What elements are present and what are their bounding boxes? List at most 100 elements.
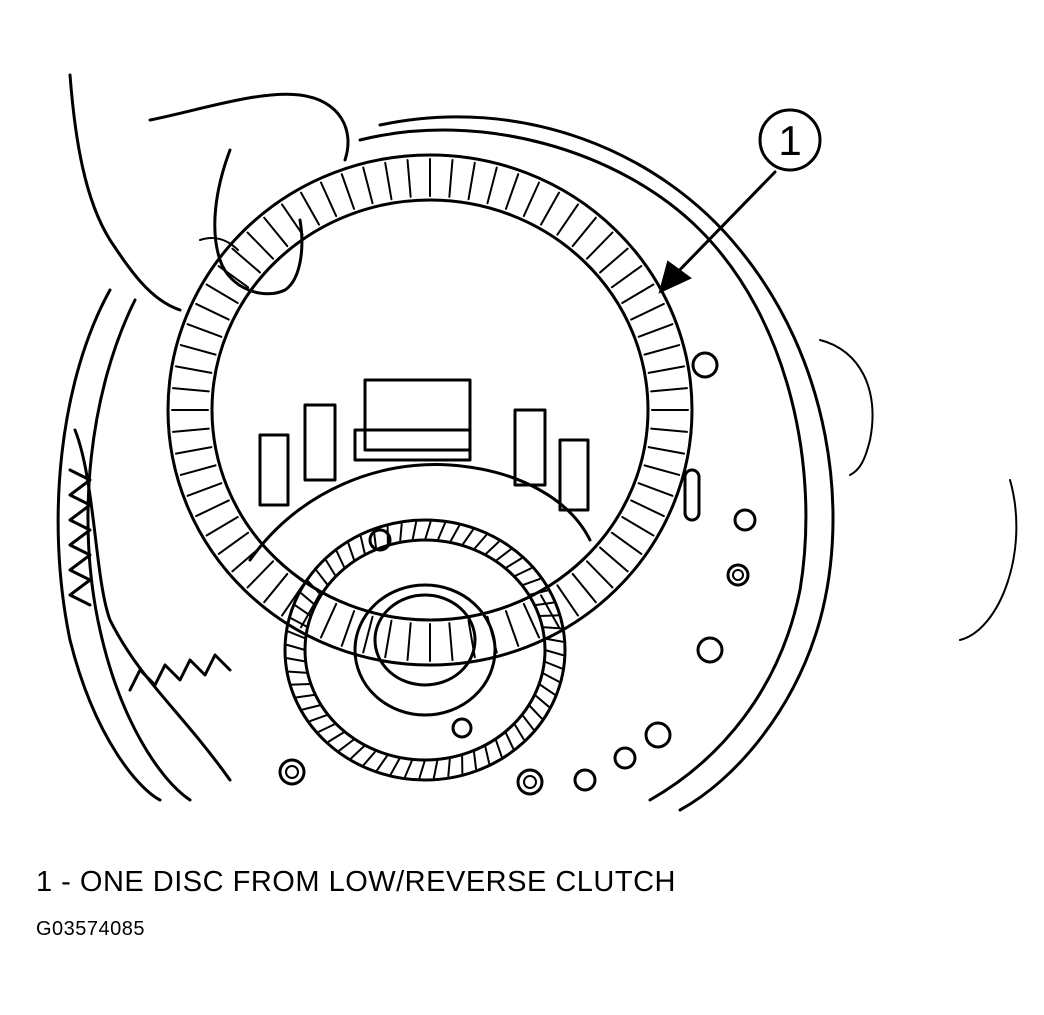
disc-segment-line [300,191,320,226]
gear-tooth-line [513,567,533,578]
gear-tooth-line [527,704,543,720]
gear-tooth-line [513,722,525,741]
gear-tooth-line [335,550,346,570]
gear-tooth-line [315,569,329,587]
gear-tooth-line [291,682,312,686]
gear-tooth-line [347,542,356,563]
gear-tooth-line [541,626,563,630]
gear-tooth-line [350,744,366,760]
gear-tooth-line [538,682,556,696]
gear-tooth-line [325,559,337,578]
gear-tooth-line [307,580,323,596]
disc-segment-line [246,231,275,260]
gear-tooth-line [309,713,329,723]
gear-tooth-line [448,524,461,544]
gear-tooth-line [544,649,564,657]
disc-segment-line [585,231,614,260]
disc-segment-line [637,323,674,338]
gear-tooth-line [543,637,564,643]
gear-tooth-line [472,534,488,551]
disc-segment-line [340,610,356,647]
transmission-housing [56,115,1018,812]
gear-tooth-line [543,660,563,670]
gear-tooth-line [494,737,503,758]
gear-tooth-line [389,756,402,776]
disc-segment-line [362,615,374,654]
disc-segment-line [637,482,674,497]
gear-tooth-line [461,528,474,547]
disc-segment-line [643,344,681,356]
disc-segment-line [571,572,597,604]
disc-segment-line [571,216,597,248]
disc-segment-line [263,216,289,248]
gear-tooth-line [287,630,307,640]
gear-tooth-line [521,577,541,587]
gear-tooth-line [338,737,356,752]
disc-segment-line [174,446,213,455]
clutch-disc-icon [166,153,694,667]
clutch-illustration: 1 [56,73,1018,812]
disc-segment-line [406,158,412,198]
gear-tooth-line [359,535,366,556]
gear-tooth-line [504,557,523,570]
disc-segment-line [448,158,454,198]
callout-number: 1 [778,117,801,164]
gear-tooth-line [494,548,512,563]
disc-segment-line [540,191,560,226]
disc-segment-line [643,464,681,476]
disc-segment-line [281,203,304,236]
gear-tooth-line [327,730,346,743]
disc-segment-line [263,572,289,604]
gear-tooth-line [447,756,451,778]
gear-tooth-line [287,670,309,674]
gear-tooth-line [484,540,500,556]
gear-tooth-line [541,671,560,683]
disc-segment-line [319,181,338,218]
gear-tooth-line [533,601,555,607]
gear-teeth [286,521,564,779]
gear-tooth-line [504,730,515,750]
disc-segment-line [610,265,643,289]
gear-tooth-line [286,657,307,663]
disc-segment-line [556,584,579,617]
gear-tooth-line [533,693,550,708]
gear-tooth-line [418,759,426,779]
gear-tooth-line [301,704,323,711]
disc-segment-line [540,594,560,629]
disc-segment-line [621,516,655,537]
disc-segment-line [630,499,665,518]
disc-segment-line [246,560,275,589]
disc-segment-line [621,283,655,304]
disc-segment-line [186,482,223,497]
disc-segment-line [448,622,454,662]
disc-segment-line [384,161,393,201]
disc-segment-line [650,387,689,393]
disc-segment-line [195,499,230,518]
gear-tooth-line [295,693,317,699]
gear-icon [248,462,592,782]
disc-segment-line [585,560,614,589]
disc-segment-line [556,203,579,236]
disc-segment-line [467,161,476,201]
disc-segment-line [362,166,374,205]
gear-tooth-line [362,749,378,766]
disc-segment-line [522,602,541,639]
disc-segment-line [171,427,210,433]
disc-segment-line [647,446,686,455]
gear-tooth-line [300,592,317,607]
gear-tooth-line [376,753,389,772]
gear-tooth-line [436,522,446,542]
gear-tooth-line [317,722,337,733]
disc-segment-line [205,283,239,304]
arrow-icon [666,170,777,284]
gear-tooth-line [290,617,309,629]
gear-tooth-line [538,614,559,618]
gear-tooth-line [399,522,403,544]
disc-segment-line [217,265,250,289]
disc-segment-line [610,531,643,555]
gear-tooth-line [472,749,478,770]
disc-segment-line [195,302,230,321]
ring-gear-segment [68,428,232,782]
disc-segment-line [300,594,320,629]
disc-segment-line [599,247,629,274]
